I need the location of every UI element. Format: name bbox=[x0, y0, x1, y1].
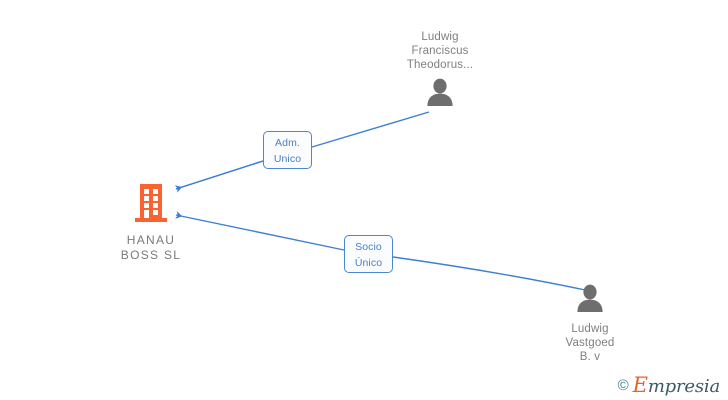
watermark: © Empresia bbox=[617, 373, 721, 397]
copyright-icon: © bbox=[617, 377, 629, 394]
person-node-ludwig-vastgoed-bv[interactable]: Ludwig Vastgoed B. v bbox=[528, 284, 652, 364]
person-name-label: Ludwig Vastgoed B. v bbox=[565, 323, 615, 363]
building-icon bbox=[96, 182, 206, 229]
edge-socio-unico-arrow bbox=[175, 211, 345, 251]
company-name-label: HANAU BOSS SL bbox=[120, 233, 182, 262]
person-node-ludwig-franciscus-theodorus[interactable]: Ludwig Franciscus Theodorus... bbox=[378, 30, 502, 111]
person-icon bbox=[378, 78, 502, 111]
brand-rest: mpresia bbox=[647, 376, 720, 397]
person-name-label: Ludwig Franciscus Theodorus... bbox=[406, 31, 474, 71]
edge-label-adm-unico[interactable]: Adm. Unico bbox=[263, 131, 312, 169]
company-node-hanau-boss-sl[interactable]: HANAU BOSS SL bbox=[96, 182, 206, 263]
person-icon bbox=[528, 284, 652, 317]
edge-label-socio-unico[interactable]: Socio Único bbox=[344, 235, 393, 273]
edge-adm-unico-arrow bbox=[174, 160, 264, 193]
edge-socio-unico bbox=[392, 256, 591, 292]
brand-initial: E bbox=[632, 373, 648, 397]
brand-name: Empresia bbox=[632, 373, 721, 397]
